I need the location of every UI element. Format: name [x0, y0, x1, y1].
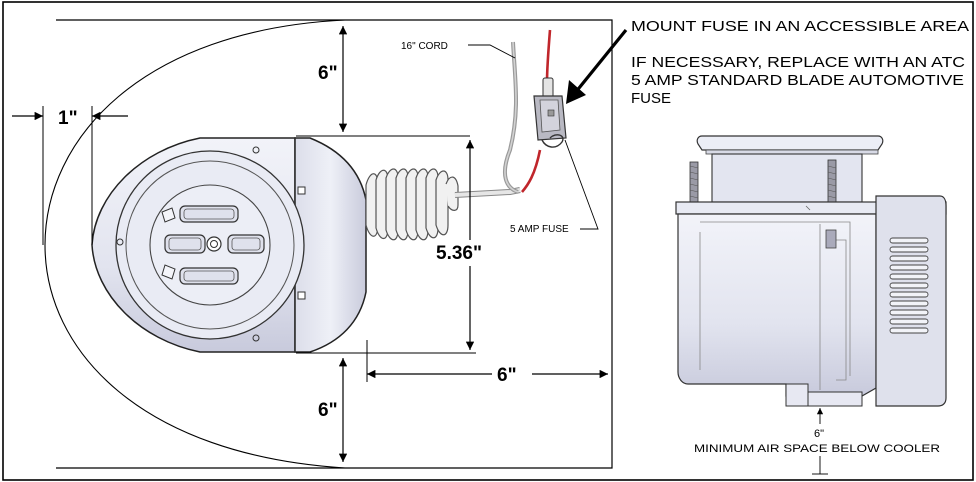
clearance-box [56, 19, 613, 469]
cord-label: 16" CORD [401, 41, 448, 52]
dim-right-clearance: 6" [497, 365, 517, 386]
air-space-label: MINIMUM AIR SPACE BELOW COOLER [694, 443, 940, 455]
replace-note-line-2: 5 AMP STANDARD BLADE AUTOMOTIVE [631, 72, 964, 89]
dim-bottom-clearance: 6" [318, 400, 338, 421]
dim-side-clearance: 1" [58, 108, 78, 129]
cooler-top-view [91, 137, 367, 353]
fuse-label: 5 AMP FUSE [510, 224, 569, 235]
dim-top-clearance: 6" [318, 63, 338, 84]
clearance-arc [44, 19, 346, 469]
dim-unit-height: 5.36" [436, 243, 482, 264]
fuse-pointer-arrow [573, 28, 628, 95]
air-space-value: 6" [814, 428, 824, 440]
replace-note-line-3: FUSE [631, 90, 671, 107]
replace-note-line-1: IF NECESSARY, REPLACE WITH AN ATC [631, 54, 965, 71]
fuse-holder [533, 77, 567, 148]
cooler-side-view [675, 135, 947, 407]
coiled-cord [365, 168, 521, 241]
mount-note: MOUNT FUSE IN AN ACCESSIBLE AREA [631, 18, 969, 35]
